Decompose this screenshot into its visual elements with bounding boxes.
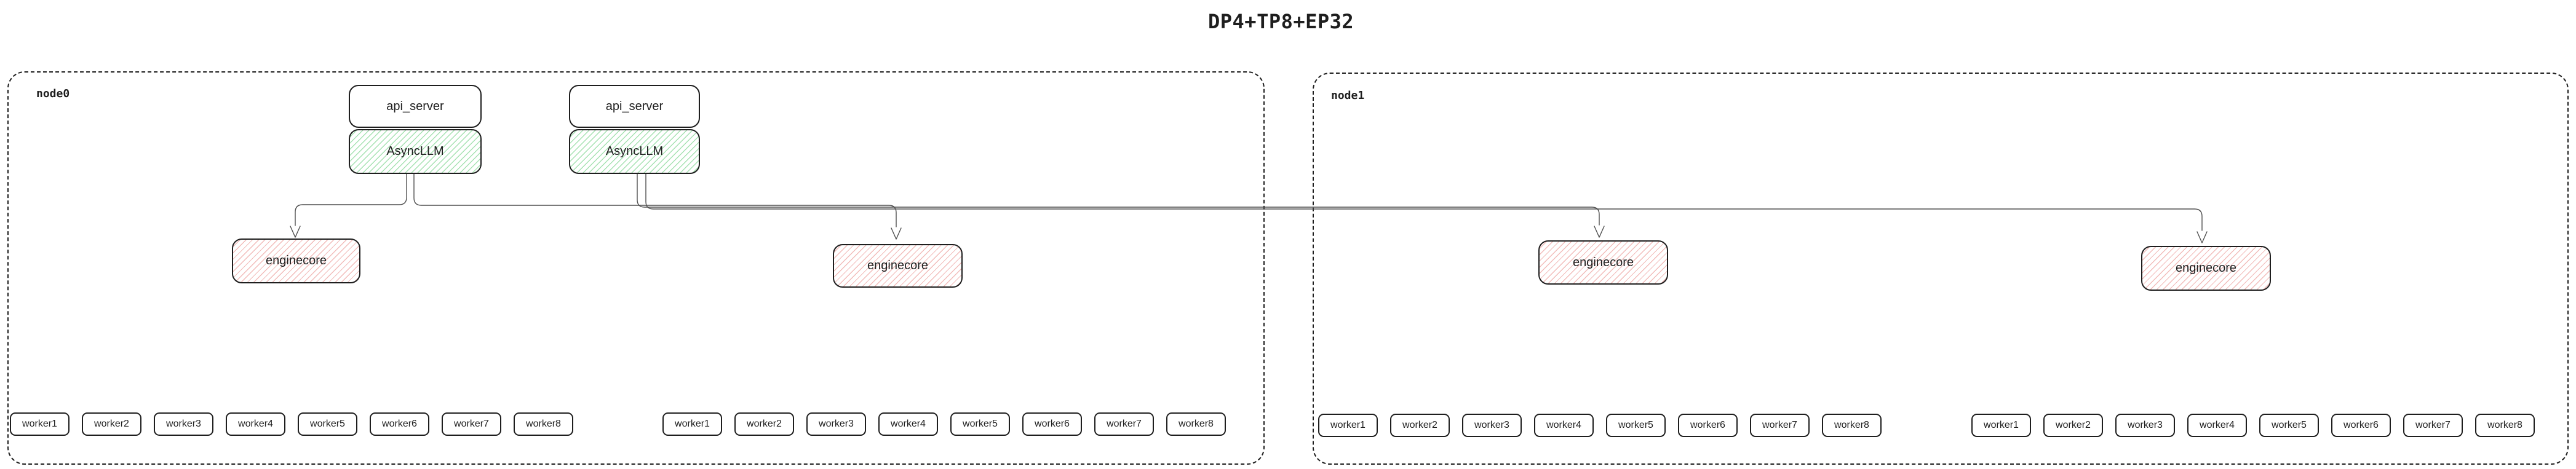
worker-box: worker6 [2331, 414, 2391, 437]
worker-box: worker2 [2043, 414, 2103, 437]
worker-box: worker6 [1022, 412, 1082, 436]
worker-box: worker1 [1971, 414, 2031, 437]
worker-row-node0-group2: worker1 worker2 worker3 worker4 worker5 … [662, 412, 1226, 436]
node1-container: node1 [1313, 73, 2569, 465]
asyncllm-box-1: AsyncLLM [349, 129, 482, 174]
enginecore-box-4: enginecore [2141, 246, 2271, 291]
worker-box: worker8 [1166, 412, 1226, 436]
worker-box: worker1 [10, 412, 70, 436]
worker-box: worker4 [226, 412, 285, 436]
worker-box: worker1 [1318, 414, 1378, 437]
worker-box: worker2 [1390, 414, 1450, 437]
worker-box: worker5 [2259, 414, 2319, 437]
node0-label: node0 [36, 87, 70, 100]
worker-box: worker8 [514, 412, 573, 436]
worker-box: worker8 [1822, 414, 1882, 437]
worker-row-node1-group2: worker1 worker2 worker3 worker4 worker5 … [1971, 414, 2535, 437]
worker-box: worker3 [154, 412, 213, 436]
enginecore-box-3: enginecore [1538, 240, 1668, 285]
worker-box: worker5 [1606, 414, 1666, 437]
worker-row-node1-group1: worker1 worker2 worker3 worker4 worker5 … [1318, 414, 1882, 437]
asyncllm-box-2: AsyncLLM [569, 129, 700, 174]
worker-box: worker7 [442, 412, 501, 436]
worker-box: worker5 [298, 412, 357, 436]
node0-container: node0 [7, 71, 1265, 465]
api-server-box-2: api_server [569, 85, 700, 128]
worker-box: worker1 [662, 412, 722, 436]
enginecore-box-1: enginecore [232, 238, 360, 283]
worker-box: worker6 [370, 412, 429, 436]
worker-box: worker7 [1750, 414, 1810, 437]
node1-label: node1 [1331, 89, 1365, 102]
worker-box: worker7 [2403, 414, 2463, 437]
worker-box: worker4 [878, 412, 938, 436]
worker-box: worker2 [734, 412, 794, 436]
worker-box: worker3 [806, 412, 866, 436]
enginecore-box-2: enginecore [833, 244, 963, 288]
worker-box: worker6 [1678, 414, 1738, 437]
api-server-box-1: api_server [349, 85, 482, 128]
worker-box: worker4 [2187, 414, 2247, 437]
worker-box: worker4 [1534, 414, 1594, 437]
worker-box: worker5 [950, 412, 1010, 436]
worker-box: worker3 [1462, 414, 1522, 437]
worker-box: worker3 [2115, 414, 2175, 437]
worker-box: worker8 [2475, 414, 2535, 437]
worker-box: worker2 [82, 412, 141, 436]
worker-row-node0-group1: worker1 worker2 worker3 worker4 worker5 … [10, 412, 573, 436]
diagram-title: DP4+TP8+EP32 [1208, 10, 1354, 33]
worker-box: worker7 [1094, 412, 1154, 436]
